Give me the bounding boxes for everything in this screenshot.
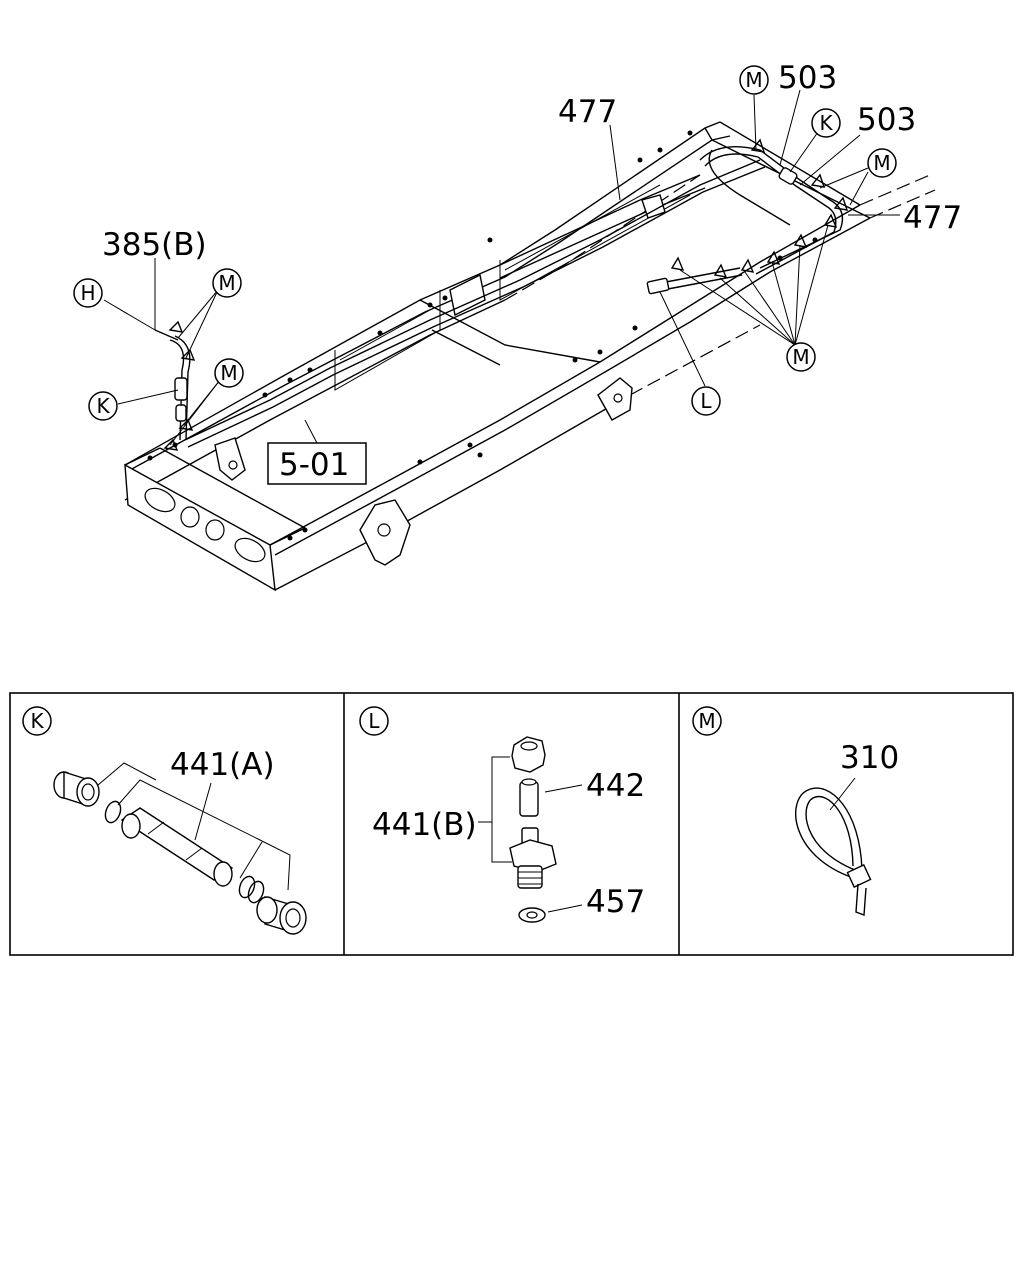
label-477-right: 477 [903, 200, 962, 236]
detail-panel-m: M 310 [692, 706, 899, 916]
callout-m-left-upper: M [212, 268, 242, 298]
callout-h-left: H [73, 278, 103, 308]
callout-l-center: L [691, 386, 721, 416]
label-477-upper: 477 [558, 94, 617, 130]
svg-text:M: M [792, 345, 809, 369]
panel-l-label-442: 442 [586, 768, 645, 804]
detail-panels [9, 692, 1014, 956]
label-503-a: 503 [778, 60, 837, 96]
svg-text:M: M [220, 361, 237, 385]
label-503-b: 503 [857, 102, 916, 138]
ref-box-label: 5-01 [279, 447, 349, 483]
callout-m-left-lower: M [214, 358, 244, 388]
svg-text:M: M [698, 709, 715, 733]
callout-m-right: M [867, 148, 897, 178]
ref-box [267, 442, 367, 485]
svg-text:H: H [80, 281, 95, 305]
panel-l-label-457: 457 [586, 884, 645, 920]
chassis-frame [124, 121, 936, 592]
svg-text:M: M [873, 151, 890, 175]
callout-k-left: K [88, 391, 118, 421]
svg-text:K: K [96, 394, 110, 418]
callout-k-top: K [811, 108, 841, 138]
svg-text:K: K [819, 111, 833, 135]
svg-text:L: L [368, 709, 380, 733]
panel-m-label-310: 310 [840, 740, 899, 776]
svg-text:M: M [745, 68, 762, 92]
detail-panel-k: K 441(A) [22, 706, 307, 935]
svg-text:L: L [700, 389, 712, 413]
callout-m-bottom-right: M [786, 342, 816, 372]
detail-panel-l: L 441(B) 442 457 [359, 706, 645, 923]
brake-pipes [154, 138, 849, 451]
leader-lines [103, 89, 900, 446]
callout-m-top: M [739, 65, 769, 95]
panel-k-callout: K [22, 706, 52, 736]
panel-l-callout: L [359, 706, 389, 736]
svg-text:K: K [30, 709, 44, 733]
panel-l-label-441b: 441(B) [372, 807, 477, 843]
svg-text:M: M [218, 271, 235, 295]
label-385b: 385(B) [102, 227, 207, 263]
panel-m-callout: M [692, 706, 722, 736]
panel-k-label-441a: 441(A) [170, 747, 275, 783]
